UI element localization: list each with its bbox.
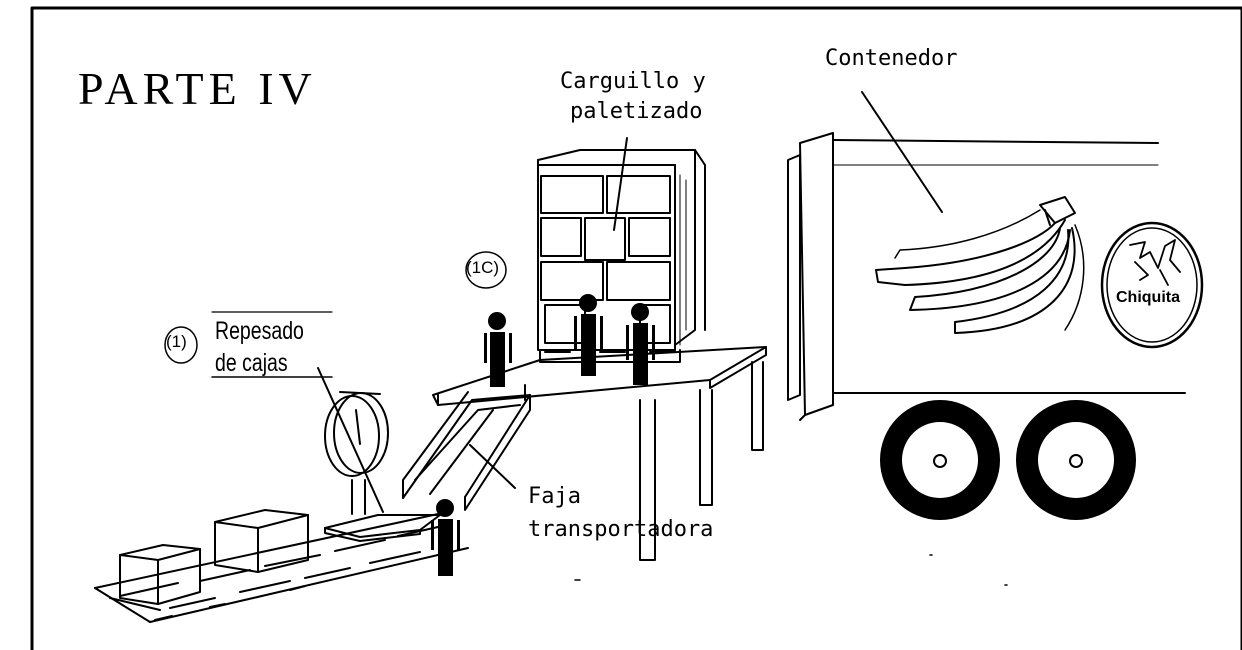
step-marker-circle-1: [164, 326, 198, 364]
step-marker-repesado: (1): [166, 332, 187, 351]
worker-3: [626, 303, 655, 385]
loading-table: [432, 346, 767, 561]
label-faja-line1: Faja: [528, 484, 581, 509]
scale-dial: [324, 391, 389, 477]
carguillo-pointer: [613, 137, 628, 231]
label-repesado-line1: Repesado: [215, 317, 304, 345]
wheel-rear: [1016, 400, 1136, 520]
repesado-pointer: [317, 367, 384, 513]
box-1: [119, 544, 201, 605]
step-marker-carguillo: (1C): [466, 258, 500, 277]
page-title: PARTE IV: [78, 63, 317, 114]
worker-2: [574, 294, 603, 376]
pallet-stack: [537, 149, 706, 363]
brand-logo: [1100, 221, 1204, 349]
outer-frame: [30, 6, 1242, 650]
label-faja-line2: transportadora: [528, 517, 714, 542]
step-marker-circle-1c: [465, 251, 507, 289]
container-truck: [787, 132, 1186, 421]
label-repesado-line2: de cajas: [215, 349, 288, 377]
worker-4: [431, 499, 460, 576]
label-carguillo-line1: Carguillo y: [560, 69, 706, 94]
stray-mark: [574, 554, 1008, 586]
label-contenedor: Contenedor: [825, 46, 958, 71]
wheel-front: [880, 400, 1000, 520]
inclined-conveyor: [402, 391, 531, 511]
roller-conveyor: [94, 513, 469, 623]
label-carguillo-line2: paletizado: [570, 99, 703, 124]
contenedor-pointer: [861, 91, 943, 213]
worker-1: [484, 312, 512, 387]
weighing-platform: [324, 479, 441, 542]
banana-bunch: [875, 196, 1085, 334]
brand-text: Chiquita: [1116, 289, 1180, 306]
faja-pointer: [469, 444, 516, 489]
box-2: [214, 509, 309, 573]
